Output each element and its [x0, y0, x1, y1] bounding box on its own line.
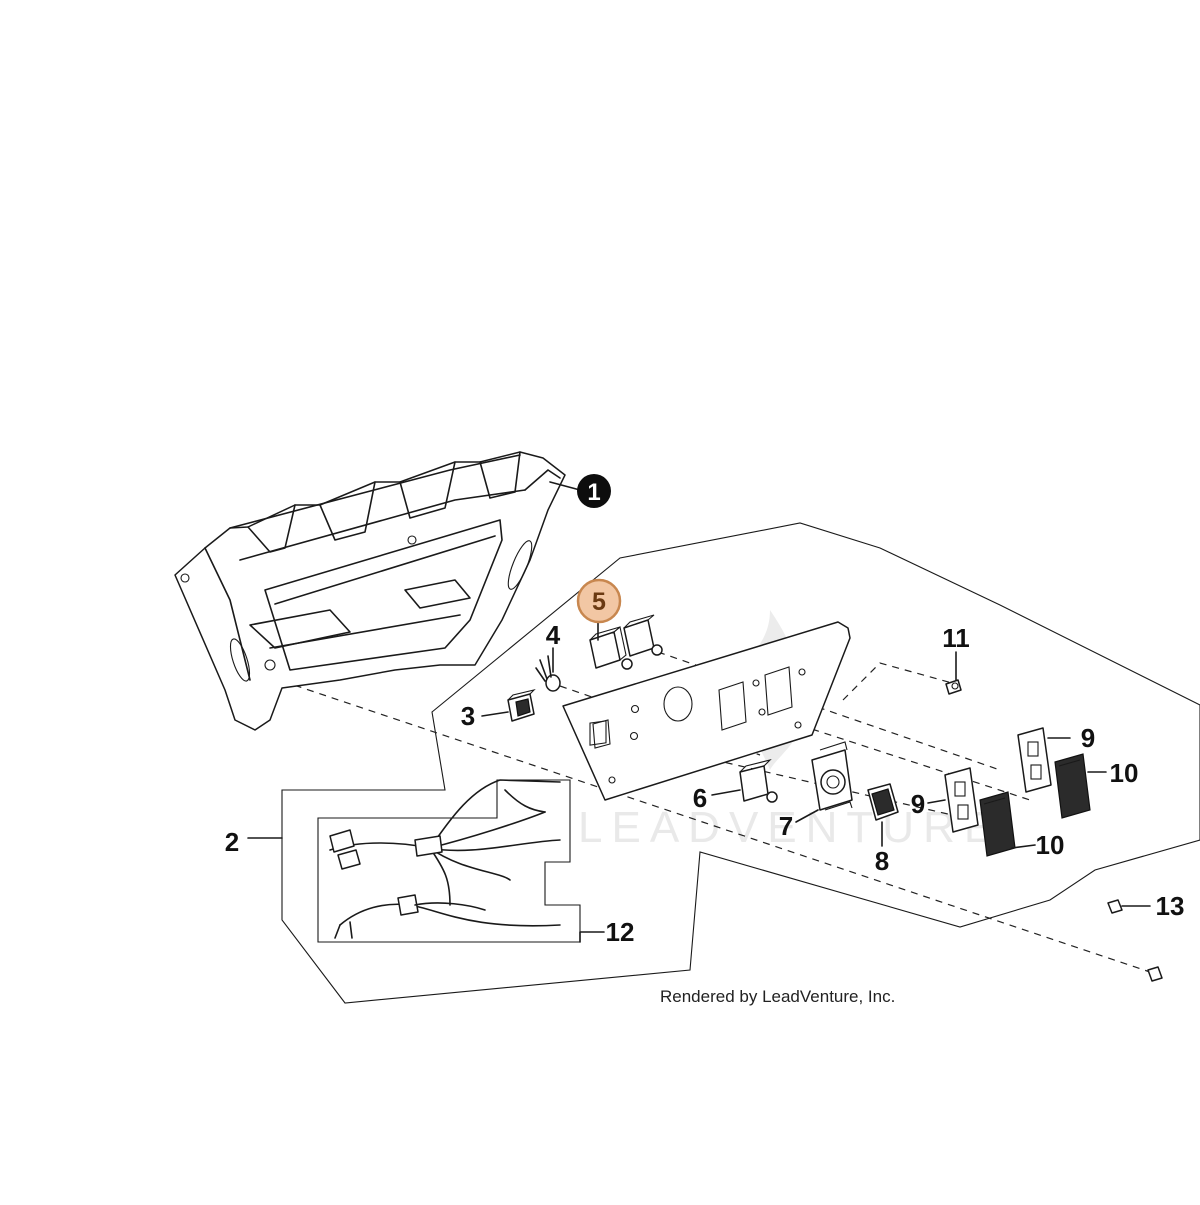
indicator-light: [535, 655, 561, 692]
duplex-receptacle-rear: [1017, 727, 1052, 793]
callout-8[interactable]: 8: [875, 846, 889, 876]
callout-10-rear[interactable]: 10: [1110, 758, 1139, 788]
callout-10-front[interactable]: 10: [1036, 830, 1065, 860]
callout-4[interactable]: 4: [546, 620, 561, 650]
callout-3[interactable]: 3: [461, 701, 475, 731]
render-credit: Rendered by LeadVenture, Inc.: [660, 987, 895, 1006]
screws: [1107, 899, 1163, 982]
wiring-harness: [317, 779, 581, 943]
nut: [945, 679, 962, 695]
circuit-breaker-pair: [589, 614, 663, 670]
assembly-outline: [281, 522, 1200, 1004]
handle-frame: [174, 451, 566, 731]
callout-9-rear[interactable]: 9: [1081, 723, 1095, 753]
rocker-switch: [507, 689, 536, 722]
receptacle-cover: [867, 783, 899, 821]
weather-cover-rear: [1054, 753, 1091, 819]
callout-1-label: 1: [587, 479, 600, 506]
callout-11[interactable]: 11: [942, 623, 970, 653]
breaker: [739, 758, 778, 803]
duplex-receptacle-front: [944, 767, 979, 833]
callout-5-highlighted[interactable]: 5: [576, 578, 622, 624]
callouts: 1 2 3 4 5 6 7 8 9 9 10 10 11 12 13: [225, 474, 1185, 947]
callout-2[interactable]: 2: [225, 827, 239, 857]
twist-lock-receptacle: [811, 741, 853, 811]
callout-7[interactable]: 7: [779, 811, 793, 841]
watermark-text: LEADVENTURE: [578, 803, 1002, 852]
callout-1[interactable]: 1: [577, 474, 611, 508]
callout-13[interactable]: 13: [1156, 891, 1185, 921]
leader-lines: [247, 481, 1151, 943]
control-panel-plate: [562, 621, 851, 801]
callout-12[interactable]: 12: [606, 917, 635, 947]
callout-5-label: 5: [592, 588, 606, 616]
weather-cover-front: [979, 791, 1016, 857]
callout-9-front[interactable]: 9: [911, 789, 925, 819]
callout-6[interactable]: 6: [693, 783, 707, 813]
